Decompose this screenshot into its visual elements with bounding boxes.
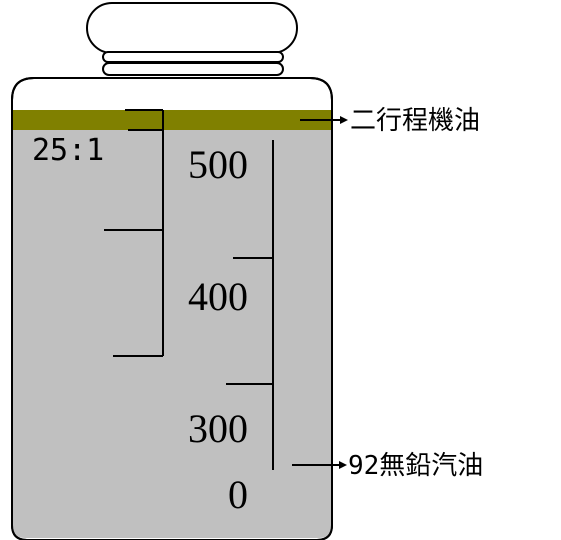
scale-label-500: 500 [188,142,248,187]
ratio-label: 25:1 [32,133,104,168]
bottle-outline [11,77,333,540]
oil-arrow [300,116,348,124]
oil-layer [13,110,331,130]
oil-label: 二行程機油 [350,106,480,136]
ratio-bracket [104,109,164,357]
gasoline-arrow [292,461,347,469]
bottle-cap [86,2,298,76]
scale-label-300: 300 [188,406,248,451]
scale-label-0: 0 [228,472,248,517]
gasoline-label: 92無鉛汽油 [348,451,483,481]
volume-scale [226,140,274,470]
gasoline-fill [12,130,332,538]
scale-label-400: 400 [188,274,248,319]
